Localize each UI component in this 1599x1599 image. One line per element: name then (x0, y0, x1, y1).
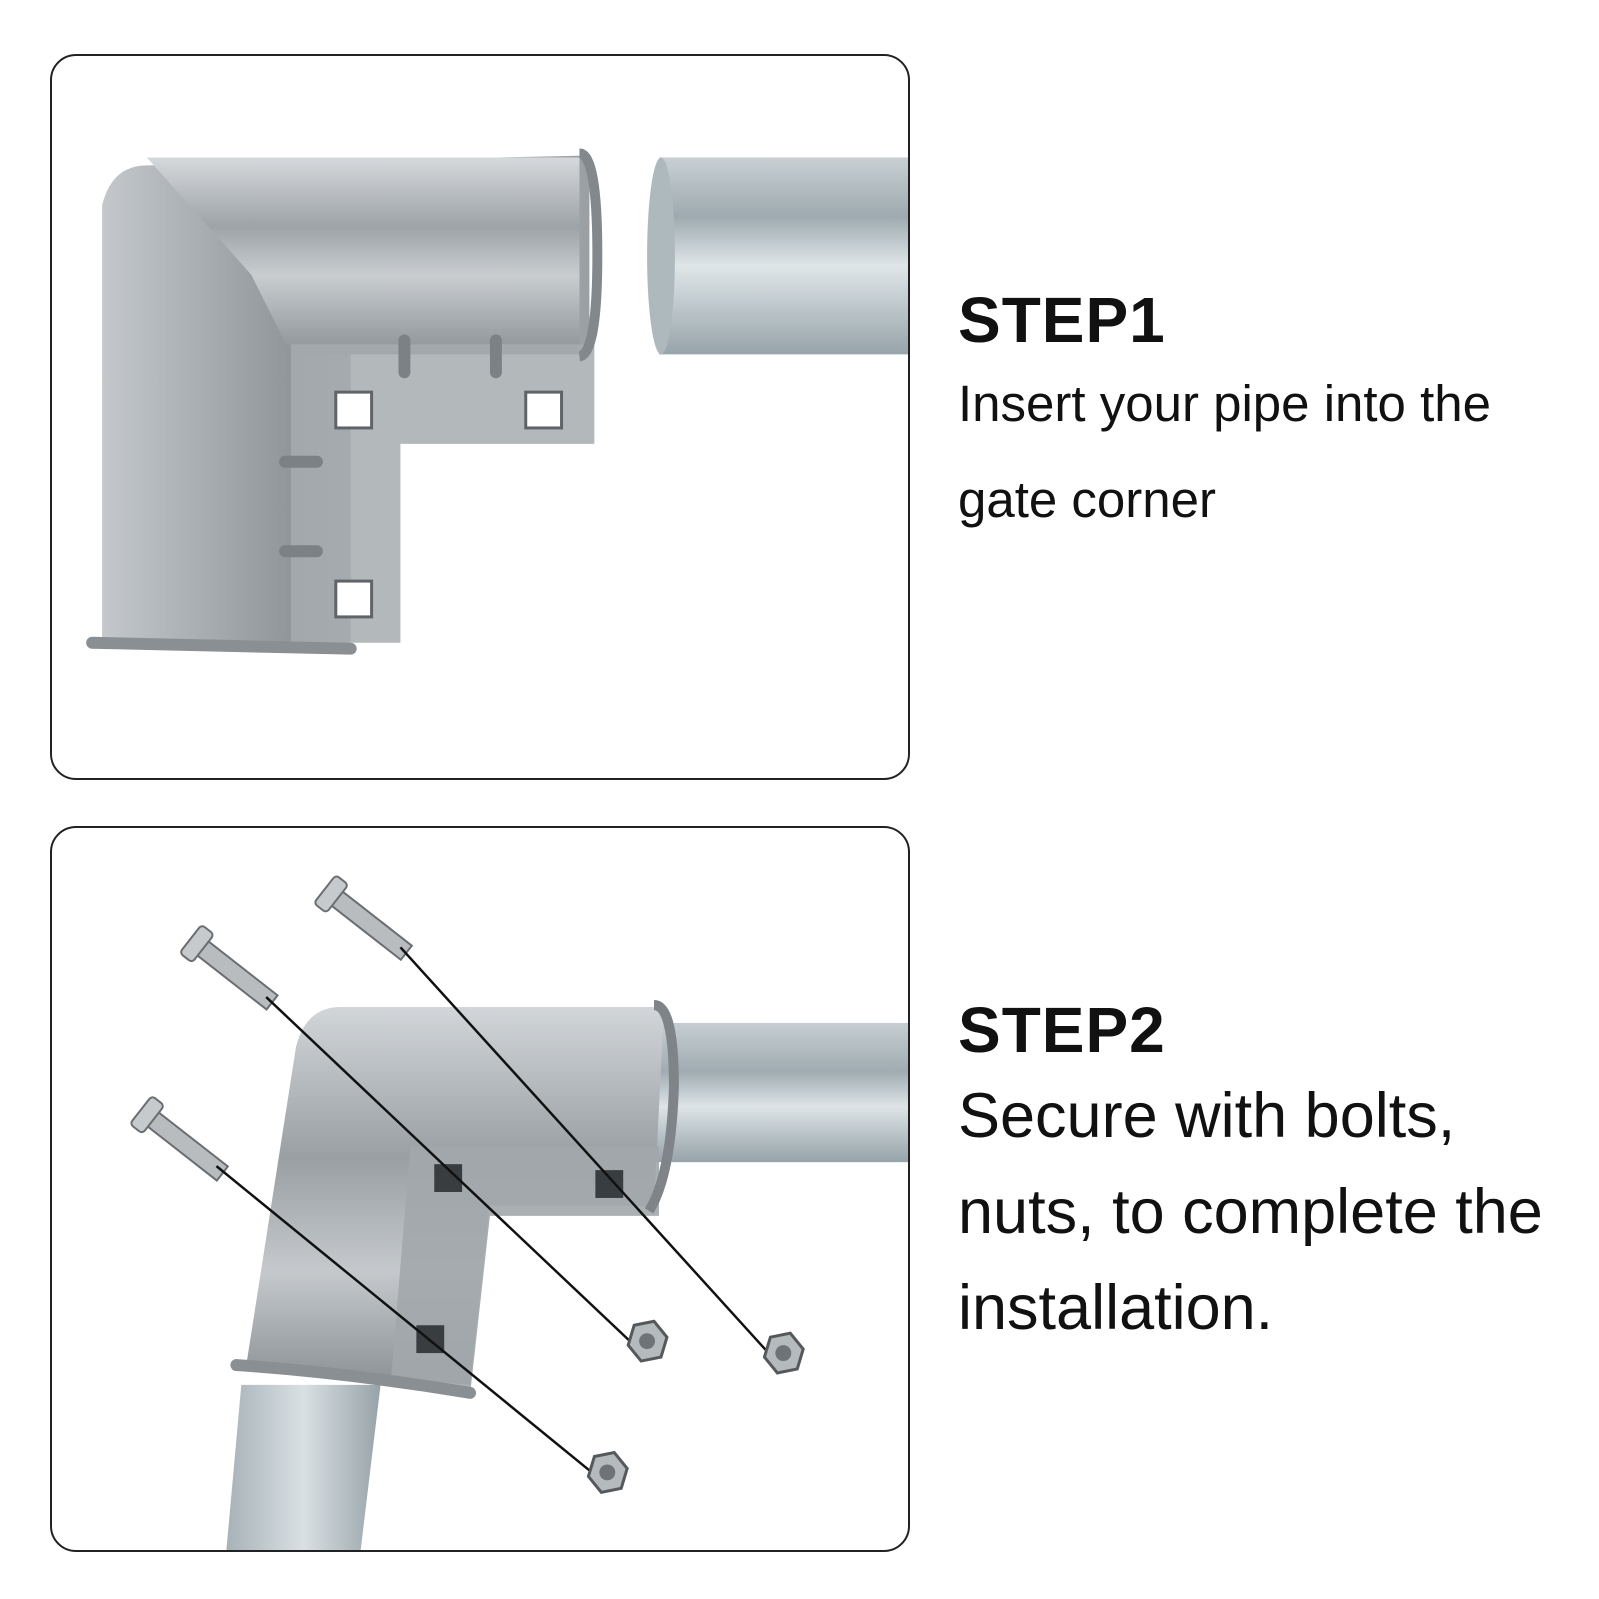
bolt-hole (595, 1170, 624, 1198)
step1-description: Insert your pipe into the gate corner (958, 375, 1491, 528)
step2-image-panel (50, 826, 910, 1552)
horizontal-pipe (649, 1022, 908, 1163)
bolted-assembly-illustration (130, 875, 908, 1550)
bolt-hole (334, 390, 374, 430)
bolt-hole (524, 390, 564, 430)
step2-description: Secure with bolts, nuts, to complete the… (958, 1081, 1543, 1343)
step2-title: STEP2 (958, 994, 1166, 1066)
gate-corner-illustration (86, 148, 908, 655)
step1-block: STEP1 Insert your pipe into the gate cor… (958, 288, 1578, 548)
bolt-hole (334, 579, 374, 619)
step1-image-panel (50, 54, 910, 780)
bolt (130, 1096, 230, 1182)
vertical-pipe (226, 1384, 381, 1550)
pipe (659, 157, 908, 355)
bolt (314, 875, 414, 962)
step1-title: STEP1 (958, 284, 1166, 356)
bolt (180, 925, 279, 1011)
step2-block: STEP2 Secure with bolts, nuts, to comple… (958, 998, 1578, 1356)
